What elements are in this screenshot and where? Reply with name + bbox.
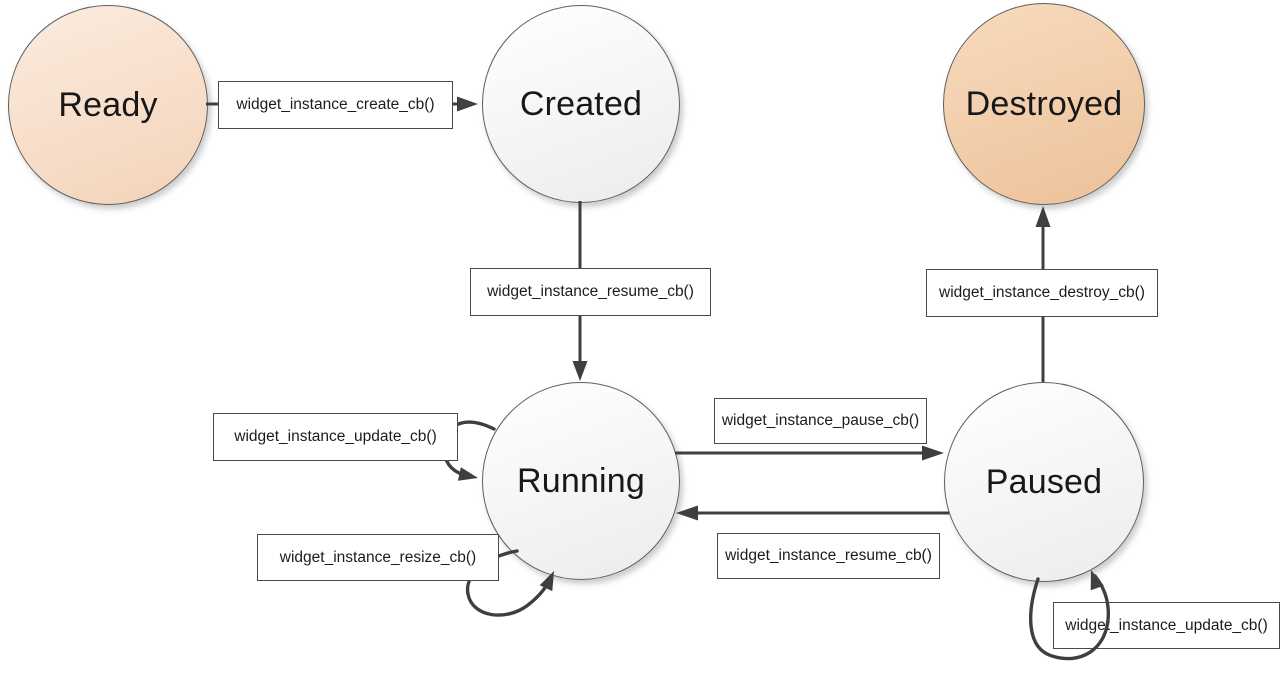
state-ready-label: Ready bbox=[58, 85, 158, 124]
transition-label-resume-created-running-text: widget_instance_resume_cb() bbox=[487, 283, 694, 300]
arrow-paused-to-running bbox=[676, 505, 949, 521]
state-destroyed-label: Destroyed bbox=[965, 84, 1123, 123]
transition-label-resume-paused-running-text: widget_instance_resume_cb() bbox=[725, 547, 932, 564]
transition-label-resume-created-running: widget_instance_resume_cb() bbox=[470, 268, 711, 316]
transition-label-update-paused: widget_instance_update_cb() bbox=[1053, 602, 1280, 649]
transition-label-resize-running-text: widget_instance_resize_cb() bbox=[279, 548, 477, 566]
state-paused: Paused bbox=[944, 382, 1144, 582]
transition-label-resume-paused-running: widget_instance_resume_cb() bbox=[717, 533, 940, 579]
transition-label-pause: widget_instance_pause_cb() bbox=[714, 398, 927, 444]
transition-label-create: widget_instance_create_cb() bbox=[218, 81, 453, 129]
transition-label-destroy: widget_instance_destroy_cb() bbox=[926, 269, 1158, 317]
transition-label-resize-running: widget_instance_resize_cb() bbox=[257, 534, 499, 581]
transition-label-create-text: widget_instance_create_cb() bbox=[236, 96, 435, 113]
transition-label-update-paused-text: widget_instance_update_cb() bbox=[1065, 616, 1268, 634]
state-ready: Ready bbox=[8, 5, 208, 205]
state-created-label: Created bbox=[519, 84, 643, 123]
transition-label-pause-text: widget_instance_pause_cb() bbox=[721, 412, 920, 429]
state-destroyed: Destroyed bbox=[943, 3, 1145, 205]
state-running: Running bbox=[482, 382, 680, 580]
state-paused-label: Paused bbox=[985, 462, 1103, 501]
state-running-label: Running bbox=[516, 461, 646, 500]
transition-label-destroy-text: widget_instance_destroy_cb() bbox=[939, 284, 1145, 301]
state-created: Created bbox=[482, 5, 680, 203]
transition-label-update-running: widget_instance_update_cb() bbox=[213, 413, 458, 461]
arrow-running-to-paused bbox=[675, 445, 944, 461]
transition-label-update-running-text: widget_instance_update_cb() bbox=[234, 428, 437, 445]
